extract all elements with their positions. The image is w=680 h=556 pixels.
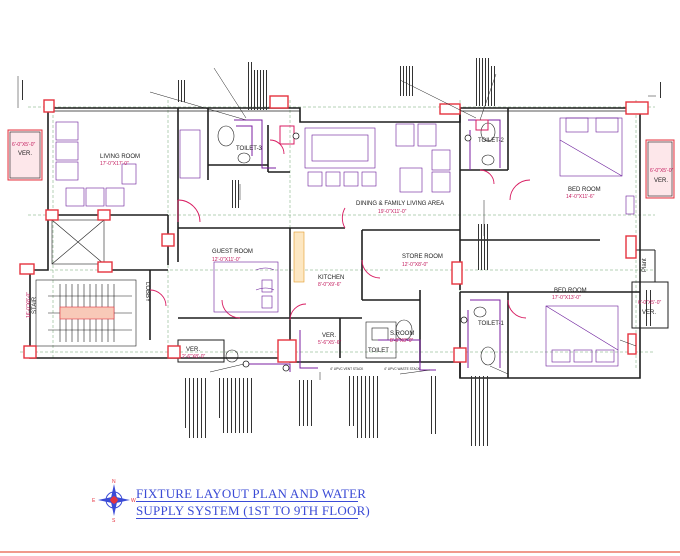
servant-room-name: S.ROOM	[390, 331, 414, 337]
compass-rose-icon: N S E W	[92, 479, 136, 523]
stair-block	[35, 219, 137, 347]
vent-stack-note: 4" UPVC VENT STACK	[330, 367, 364, 371]
svg-text:E: E	[92, 498, 96, 504]
store-room-size: 12'-0"X8'-0"	[402, 262, 428, 268]
columns	[19, 95, 649, 363]
title-line-1: FIXTURE LAYOUT PLAN AND WATER	[136, 486, 367, 501]
svg-text:W: W	[131, 498, 136, 504]
veranda-1-size-name: VER.	[18, 151, 32, 157]
furniture	[55, 117, 635, 367]
toilet-1-name: TOILET-1	[478, 321, 505, 327]
bed-room-1-name: BED ROOM	[568, 187, 601, 193]
guest-room-name: GUEST ROOM	[212, 249, 253, 255]
verandas	[7, 129, 675, 363]
room-labels: LIVING ROOM 17'-0"X17'-0" DINING & FAMIL…	[12, 138, 673, 371]
stair-size: 16'-0"X8'-0"	[26, 292, 32, 318]
kitchen-size: 8'-0"X9'-6"	[318, 282, 341, 288]
toilet-4-name: TOILET	[368, 348, 389, 354]
dining-name: DINING & FAMILY LIVING AREA	[356, 201, 444, 207]
plant-name: Plant	[642, 258, 648, 272]
toilet-3-name: TOILET-3	[236, 146, 263, 152]
store-room-name: STORE ROOM	[402, 254, 443, 260]
living-room-size: 17'-0"X17'-0"	[100, 161, 129, 167]
veranda-kitchen-size: 5'-6"X5'-6"	[318, 340, 341, 346]
servant-room-size: 8'-0"X8'-0"	[390, 338, 413, 344]
veranda-3-size: 6'-0"X5'-0"	[638, 300, 661, 306]
veranda-kitchen-name: VER.	[322, 333, 336, 339]
drawing-title-block: N S E W FIXTURE LAYOUT PLAN AND WATER SU…	[92, 478, 392, 523]
vent-stacks	[242, 132, 472, 372]
bed-room-2-size: 17'-0"X13'-0"	[552, 295, 581, 301]
title-underline-2	[136, 518, 358, 519]
title-line-2: SUPPLY SYSTEM (1ST TO 9TH FLOOR)	[136, 503, 370, 518]
doors	[149, 139, 531, 321]
pipe-notes	[22, 58, 661, 446]
veranda-3-name: VER.	[642, 310, 656, 316]
stair-name: STAIR	[32, 296, 38, 314]
toilet-2-name: TOILET-2	[478, 138, 505, 144]
sheet-border-line	[0, 551, 680, 553]
veranda-4-size: 2'-6"X8'-0"	[182, 354, 205, 360]
guest-room-size: 12'-0"X11'-0"	[212, 257, 241, 263]
svg-text:S: S	[112, 518, 116, 523]
living-room-name: LIVING ROOM	[100, 154, 140, 160]
veranda-1-size: 6'-0"X5'-0"	[12, 142, 35, 148]
bed-room-2-name: BED ROOM	[554, 288, 587, 294]
svg-text:N: N	[112, 479, 116, 485]
kitchen-name: KITCHEN	[318, 275, 344, 281]
title-underline-1	[136, 501, 358, 502]
veranda-2-size: 6'-0"X5'-0"	[650, 168, 673, 174]
waste-stack-note: 4" UPVC WASTE STACK	[384, 367, 421, 371]
veranda-4-name: VER.	[186, 347, 200, 353]
lobby-name: LOBBY	[144, 282, 150, 302]
bed-room-1-size: 14'-0"X11'-6"	[566, 194, 595, 200]
water-pipes	[234, 119, 501, 372]
veranda-2-name: VER.	[654, 178, 668, 184]
toilet-fixtures	[217, 122, 496, 366]
dining-size: 19'-0"X11'-0"	[378, 209, 407, 215]
